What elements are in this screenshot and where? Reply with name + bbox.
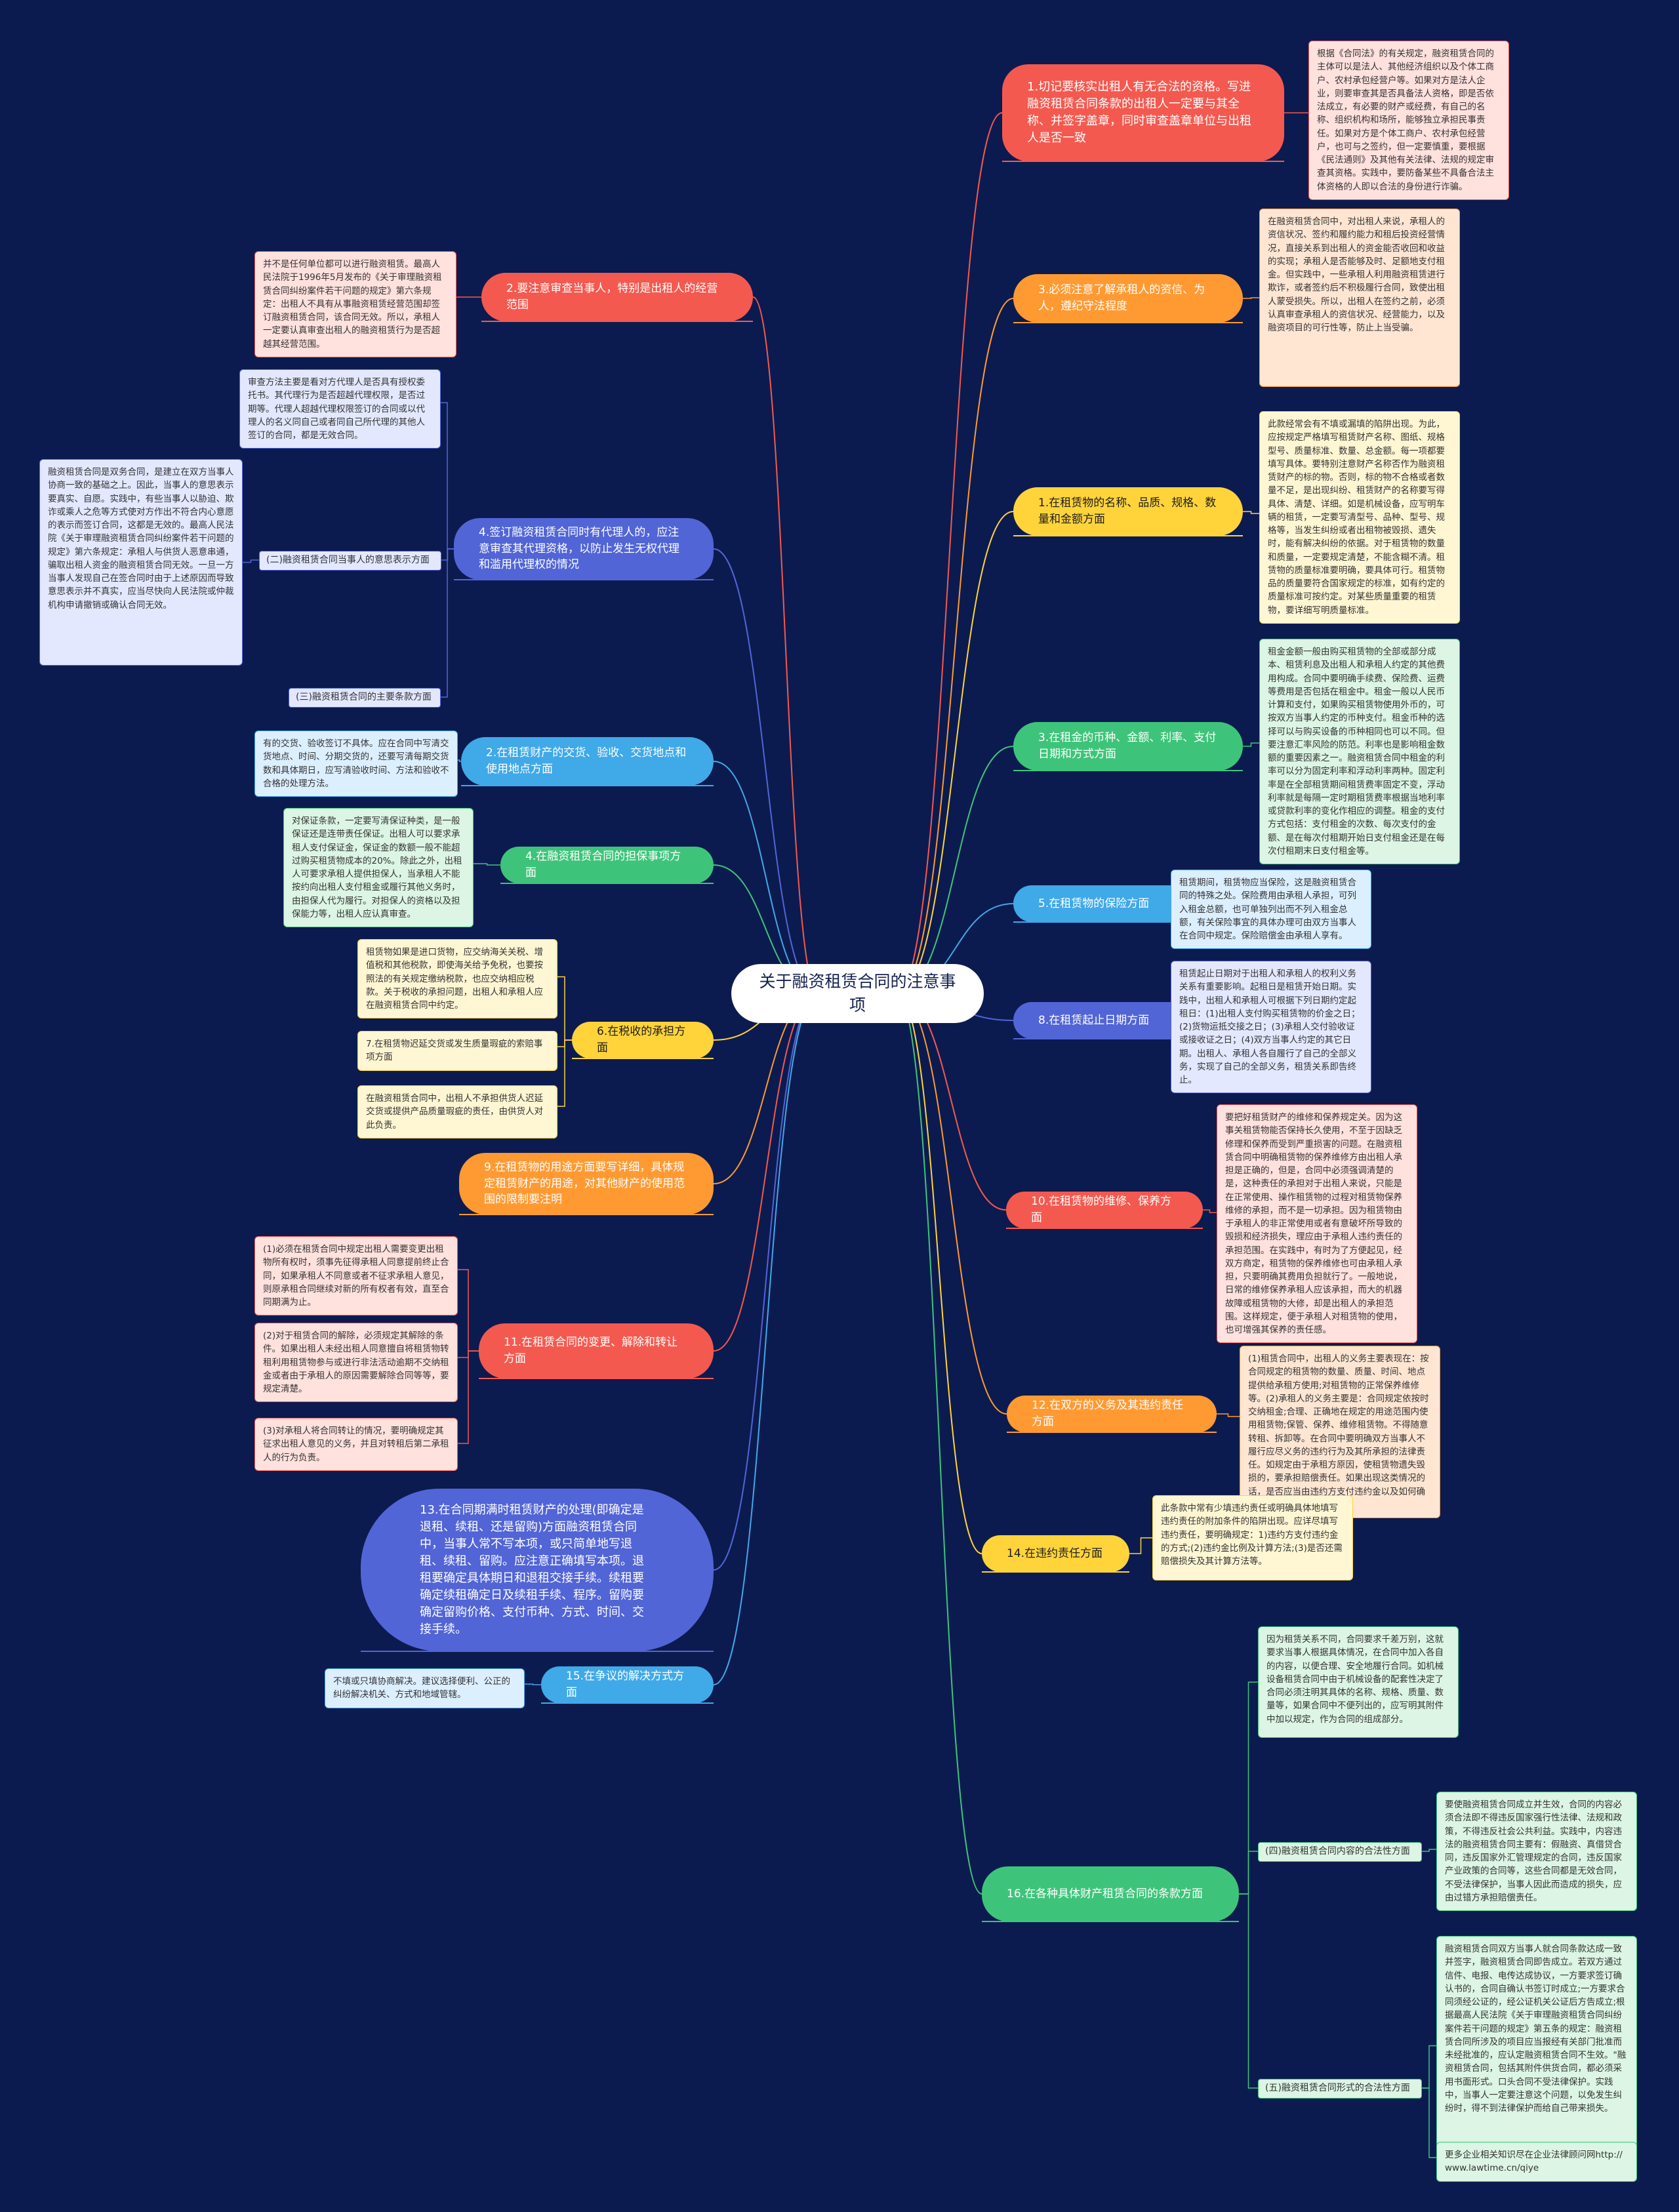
sub-topic-note: 更多企业相关知识尽在企业法律顾问网http://www.lawtime.cn/q…: [1436, 2142, 1637, 2182]
connector-line: [458, 1269, 479, 1352]
topic-node[interactable]: 3.必须注意了解承租人的资信、为人，遵纪守法程度: [1013, 274, 1243, 323]
connector-line: [897, 993, 982, 1554]
connector-line: [1129, 1537, 1152, 1554]
connector-line: [897, 511, 1014, 994]
topic-note: 此款经常会有不填或漏填的陷阱出现。为此，应按规定严格填写租赁财产名称、图纸、规格…: [1259, 411, 1460, 624]
topic-node[interactable]: 8.在租赁起止日期方面: [1013, 1002, 1192, 1039]
connector-line: [713, 993, 819, 1685]
connector-line: [897, 993, 982, 1895]
topic-note: (1)租赁合同中，出租人的义务主要表现在：按合同规定的租赁物的数量、质量、时间、…: [1240, 1346, 1440, 1518]
topic-node[interactable]: 11.在租赁合同的变更、解除和转让方面: [479, 1323, 714, 1378]
topic-note: 租赁期间，租赁物应当保险，这是融资租赁合同的特殊之处。保险费用由承租人承担，可列…: [1171, 870, 1371, 950]
connector-line: [1243, 511, 1259, 514]
connector-line: [897, 112, 1003, 994]
connector-line: [458, 1350, 479, 1444]
topic-note: 7.在租赁物迟延交货或发生质量瑕疵的索赔事项方面: [357, 1031, 557, 1071]
topic-node[interactable]: 15.在争议的解决方式方面: [541, 1666, 714, 1703]
topic-note: 因为租赁关系不同，合同要求千差万别，这就要求当事人根据具体情况，在合同中加入各自…: [1258, 1626, 1459, 1738]
connector-line: [1422, 1849, 1436, 1852]
connector-line: [557, 976, 572, 1041]
sub-topic-label[interactable]: (二)融资租赁合同当事人的意思表示方面: [259, 551, 441, 571]
topic-node[interactable]: 9.在租赁物的用途方面要写详细，具体规定租赁财产的用途，对其他财产的使用范围的限…: [459, 1153, 714, 1215]
topic-note: 并不是任何单位都可以进行融资租赁。最高人民法院于1996年5月发布的《关于审理融…: [254, 251, 456, 357]
connector-line: [525, 1683, 541, 1685]
sub-topic-note: 融资租赁合同双方当事人就合同条款达成一致并签字，融资租赁合同即告成立。若双方通过…: [1436, 1936, 1637, 2156]
sub-topic-note: 要使融资租赁合同成立并生效，合同的内容必须合法即不得违反国家强行性法律、法规和政…: [1436, 1792, 1637, 1911]
topic-node[interactable]: 13.在合同期满时租赁财产的处理(即确定是退租、续租、还是留购)方面融资租赁合同…: [361, 1489, 714, 1651]
topic-note: 审查方法主要是看对方代理人是否具有授权委托书。其代理行为是否超越代理权限，是否过…: [239, 369, 441, 449]
topic-node[interactable]: 5.在租赁物的保险方面: [1013, 885, 1190, 922]
connector-line: [557, 1039, 572, 1107]
topic-note: 根据《合同法》的有关规定，融资租赁合同的主体可以是法人、其他经济组织以及个体工商…: [1308, 41, 1509, 200]
connector-line: [897, 298, 1014, 994]
topic-node[interactable]: 1.在租赁物的名称、品质、规格、数量和金额方面: [1013, 487, 1243, 536]
topic-node[interactable]: 12.在双方的义务及其违约责任方面: [1007, 1396, 1217, 1432]
topic-note: 要把好租赁财产的维修和保养规定关。因为这事关租赁物能否保持长久使用，不至于因缺乏…: [1217, 1104, 1417, 1344]
connector-line: [713, 761, 819, 994]
topic-note: 租赁物如果是进口货物，应交纳海关关税、增值税和其他税款，即使海关给予免税，也要按…: [357, 939, 557, 1019]
topic-note: 对保证条款，一定要写清保证种类，是一般保证还是连带责任保证。出租人可以要求承租人…: [283, 808, 474, 927]
topic-node[interactable]: 6.在税收的承担方面: [572, 1022, 714, 1058]
connector-line: [1243, 742, 1259, 747]
topic-node[interactable]: 1.切记要核实出租人有无合法的资格。写进融资租赁合同条款的出租人一定要与其全称、…: [1002, 64, 1284, 161]
topic-note: 不填或只填协商解决。建议选择便利、公正的纠纷解决机关、方式和地域管辖。: [325, 1668, 525, 1708]
topic-note: 此条款中常有少填违约责任或明确具体地填写违约责任的附加条件的陷阱出现。应详尽填写…: [1152, 1495, 1353, 1580]
connector-line: [713, 993, 819, 1571]
connector-line: [458, 759, 461, 762]
topic-node[interactable]: 16.在各种具体财产租赁合同的条款方面: [982, 1866, 1239, 1921]
topic-note: (3)对承租人将合同转让的情况，要明确规定其征求出租人意见的义务，并且对转租后第…: [254, 1418, 458, 1471]
topic-note: 在融资租赁合同中，出租人不承担供货人迟延交货或提供产品质量瑕疵的责任，由供货人对…: [357, 1085, 557, 1138]
topic-node[interactable]: 4.在融资租赁合同的担保事项方面: [500, 847, 714, 883]
sub-topic-label[interactable]: (五)融资租赁合同形式的合法性方面: [1258, 2079, 1422, 2099]
connector-line: [441, 402, 454, 550]
topic-note: 租赁起止日期对于出租人和承租人的权利义务关系有重要影响。起租日是租赁开始日期。实…: [1171, 961, 1371, 1094]
connector-line: [1422, 2087, 1436, 2158]
sub-topic-note: 融资租赁合同是双务合同，是建立在双方当事人协商一致的基础之上。因此，当事人的意思…: [39, 459, 243, 666]
sub-topic-label[interactable]: (三)融资租赁合同的主要条款方面: [289, 688, 441, 708]
topic-node[interactable]: 10.在租赁物的维修、保养方面: [1006, 1192, 1203, 1228]
connector-line: [1239, 1893, 1258, 2089]
topic-note: 在融资租赁合同中，对出租人来说，承租人的资信状况、签约和履约能力和租后投资经营情…: [1259, 209, 1460, 387]
connector-line: [243, 559, 259, 563]
topic-note: 有的交货、验收签订不具体。应在合同中写清交货地点、时间、分期交货的，还要写清每期…: [254, 731, 458, 797]
connector-line: [474, 863, 500, 866]
connector-line: [1203, 1209, 1217, 1213]
central-topic[interactable]: 关于融资租赁合同的注意事项: [731, 964, 984, 1023]
sub-topic-label[interactable]: (四)融资租赁合同内容的合法性方面: [1258, 1842, 1422, 1862]
topic-node[interactable]: 4.签订融资租赁合同时有代理人的，应注意审查其代理资格，以防止发生无权代理和滥用…: [454, 518, 714, 580]
topic-node[interactable]: 2.要注意审查当事人，特别是出租人的经营范围: [481, 273, 753, 321]
connector-line: [441, 548, 454, 698]
connector-line: [1217, 1413, 1240, 1417]
connector-line: [1422, 2045, 1436, 2089]
topic-node[interactable]: 2.在租赁财产的交货、验收、交货地点和使用地点方面: [461, 737, 714, 786]
connector-line: [1239, 1851, 1258, 1895]
topic-node[interactable]: 3.在租金的币种、金额、利率、支付日期和方式方面: [1013, 722, 1243, 771]
topic-node[interactable]: 14.在违约责任方面: [982, 1535, 1129, 1572]
connector-line: [713, 993, 819, 1352]
topic-note: (2)对于租赁合同的解除，必须规定其解除的条件。如果出租人未经出租人同意擅自将租…: [254, 1323, 458, 1403]
topic-note: (1)必须在租赁合同中规定出租人需要变更出租物所有权时，须事先征得承租人同意提前…: [254, 1236, 458, 1316]
topic-note: 租金金额一般由购买租赁物的全部或部分成本、租赁利息及出租人和承租人约定的其他费用…: [1259, 639, 1460, 864]
connector-line: [752, 296, 819, 994]
